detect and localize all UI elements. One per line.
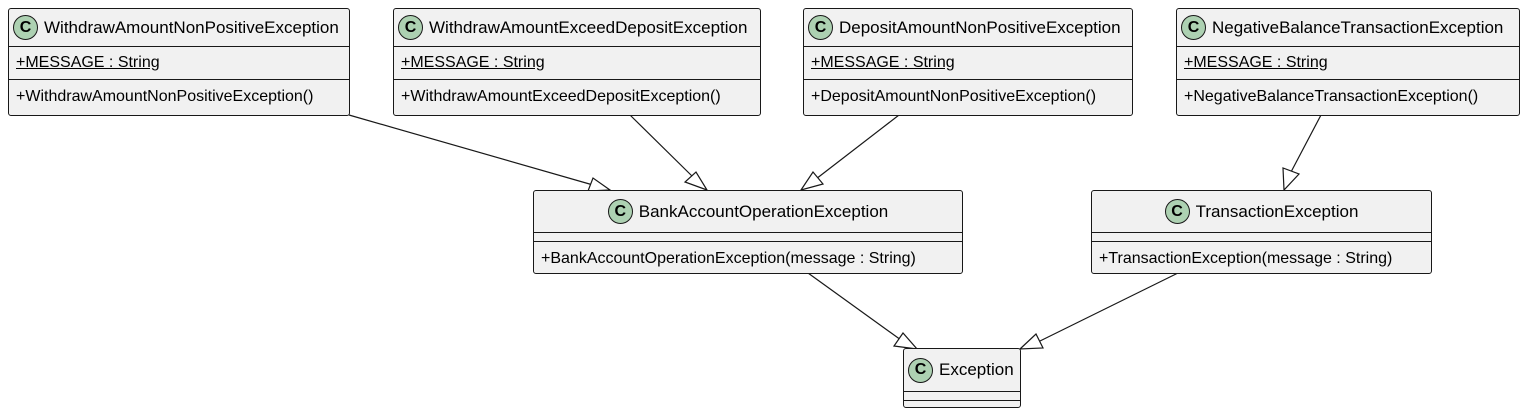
- class-deposit-amount-non-positive-exception: C DepositAmountNonPositiveException +MES…: [803, 8, 1133, 116]
- class-header: C WithdrawAmountExceedDepositException: [394, 9, 760, 46]
- class-header: C NegativeBalanceTransactionException: [1177, 9, 1519, 46]
- arrowhead-bank: [892, 332, 919, 350]
- class-header: C DepositAmountNonPositiveException: [804, 9, 1132, 46]
- class-attribute: +MESSAGE : String: [16, 54, 160, 71]
- class-header: C TransactionException: [1092, 191, 1431, 232]
- class-header: C BankAccountOperationException: [534, 191, 962, 232]
- class-transaction-exception: C TransactionException +TransactionExcep…: [1091, 190, 1432, 274]
- class-method: +DepositAmountNonPositiveException(): [811, 87, 1097, 105]
- class-method: +NegativeBalanceTransactionException(): [1184, 87, 1479, 105]
- class-name: WithdrawAmountExceedDepositException: [429, 17, 748, 37]
- method-section: +BankAccountOperationException(message :…: [534, 241, 962, 275]
- method-section: +NegativeBalanceTransactionException(): [1177, 79, 1519, 113]
- edge-transaction-to-exception: [1039, 272, 1179, 342]
- class-stereotype-icon: C: [808, 15, 833, 40]
- method-section: +WithdrawAmountExceedDepositException(): [394, 79, 760, 113]
- class-method: +WithdrawAmountNonPositiveException(): [16, 87, 314, 105]
- class-attribute: +MESSAGE : String: [401, 54, 545, 71]
- class-attribute: +MESSAGE : String: [811, 54, 955, 71]
- attribute-section: +MESSAGE : String: [1177, 46, 1519, 79]
- class-bank-account-operation-exception: C BankAccountOperationException +BankAcc…: [533, 190, 963, 274]
- class-name: BankAccountOperationException: [638, 201, 889, 221]
- attribute-section: [1092, 232, 1431, 241]
- arrowhead-negative: [1282, 167, 1301, 192]
- class-name: TransactionException: [1195, 201, 1359, 221]
- class-exception: C Exception: [903, 348, 1021, 408]
- class-method: +TransactionException(message : String): [1099, 249, 1393, 267]
- class-stereotype-icon: C: [398, 15, 423, 40]
- class-stereotype-icon: C: [908, 357, 933, 383]
- edge-withdraw-nonpos-to-bank: [348, 114, 594, 186]
- class-method: +BankAccountOperationException(message :…: [541, 249, 916, 267]
- method-section: +TransactionException(message : String): [1092, 241, 1431, 275]
- arrowhead-transaction: [1018, 333, 1044, 350]
- method-section: [904, 400, 1020, 407]
- class-attribute: +MESSAGE : String: [1184, 54, 1328, 71]
- class-stereotype-icon: C: [13, 15, 38, 40]
- class-header: C Exception: [904, 349, 1020, 391]
- attribute-section: +MESSAGE : String: [804, 46, 1132, 79]
- attribute-section: [534, 232, 962, 241]
- attribute-section: +MESSAGE : String: [9, 46, 349, 79]
- class-withdraw-amount-non-positive-exception: C WithdrawAmountNonPositiveException +ME…: [8, 8, 350, 116]
- class-stereotype-icon: C: [607, 199, 633, 224]
- edge-withdraw-exceed-to-bank: [629, 114, 694, 178]
- class-name: Exception: [939, 360, 1014, 379]
- class-stereotype-icon: C: [1181, 15, 1206, 40]
- method-section: +WithdrawAmountNonPositiveException(): [9, 79, 349, 113]
- attribute-section: +MESSAGE : String: [394, 46, 760, 79]
- class-method: +WithdrawAmountExceedDepositException(): [401, 87, 721, 105]
- class-name: NegativeBalanceTransactionException: [1212, 17, 1504, 37]
- class-name: WithdrawAmountNonPositiveException: [44, 17, 339, 37]
- class-stereotype-icon: C: [1164, 199, 1190, 224]
- method-section: +DepositAmountNonPositiveException(): [804, 79, 1132, 113]
- attribute-section: [904, 391, 1020, 400]
- arrowhead-deposit: [799, 170, 825, 192]
- edge-bank-to-exception: [807, 272, 902, 341]
- class-negative-balance-transaction-exception: C NegativeBalanceTransactionException +M…: [1176, 8, 1520, 116]
- edge-deposit-to-bank: [815, 114, 900, 180]
- class-header: C WithdrawAmountNonPositiveException: [9, 9, 349, 46]
- class-name: DepositAmountNonPositiveException: [839, 17, 1121, 37]
- class-withdraw-amount-exceed-deposit-exception: C WithdrawAmountExceedDepositException +…: [393, 8, 761, 116]
- arrowhead-withdraw-exceed: [683, 171, 709, 192]
- edge-negative-to-transaction: [1290, 114, 1322, 173]
